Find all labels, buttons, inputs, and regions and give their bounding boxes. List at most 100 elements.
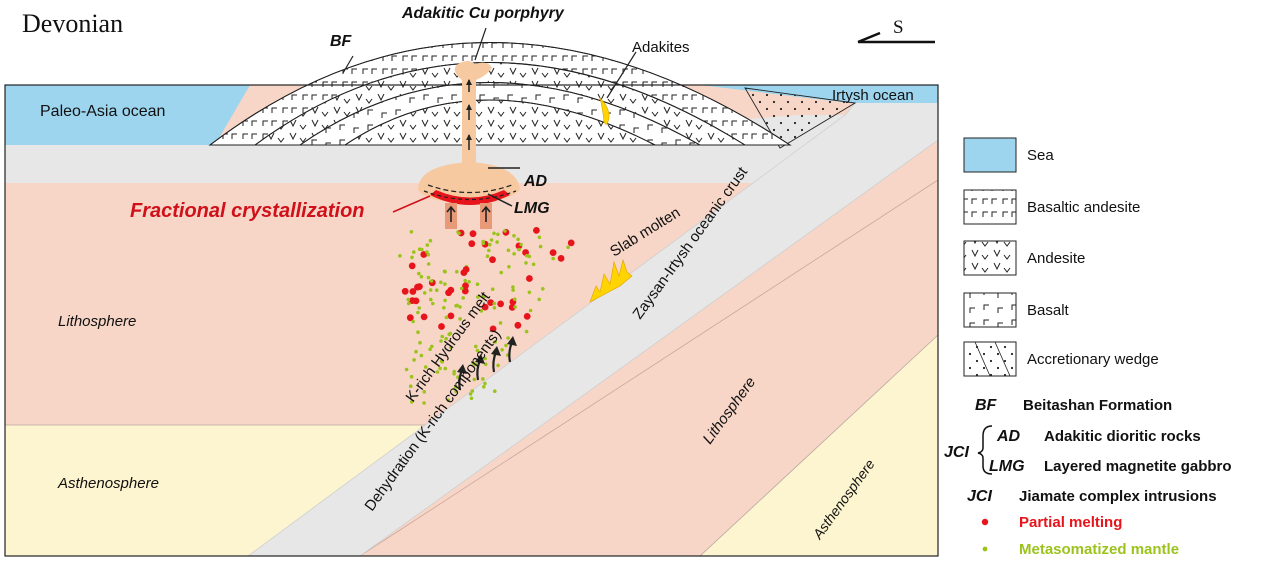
andesite-swatch-icon — [963, 240, 1017, 276]
metasomatized-mantle-dot — [527, 290, 532, 295]
irtysh-sea — [700, 85, 938, 103]
accretionary-wedge-swatch-icon — [963, 341, 1017, 377]
metasomatized-mantle-dot — [404, 367, 409, 372]
partial-melting-dot — [414, 283, 421, 291]
metasomatized-mantle-dot — [422, 390, 427, 394]
irtysh-ocean-label: Irtysh ocean — [832, 87, 914, 104]
metasomatized-mantle-dot — [469, 396, 474, 401]
metasomatized-mantle-dot — [449, 345, 453, 350]
metasomatized-mantle-dot — [538, 244, 543, 249]
lmg-melt-zone — [430, 190, 510, 205]
metasomatized-mantle-dot — [506, 336, 510, 340]
metasomatized-mantle-dot — [443, 269, 447, 274]
metasomatized-mantle-dot — [416, 310, 420, 315]
metasomatized-mantle-dot — [439, 339, 443, 343]
partial-melting-dot — [523, 313, 531, 320]
legend-sea-label: Sea — [1027, 147, 1054, 164]
partial-melting-dot — [508, 304, 516, 311]
partial-melting-dot — [497, 300, 504, 308]
metasomatized-mantle-dot — [417, 306, 422, 310]
metasomatized-mantle-dot — [406, 301, 411, 306]
metasomatized-mantle-dot — [479, 309, 484, 313]
magma-system — [392, 61, 520, 229]
metasomatized-mantle-dot — [452, 372, 456, 376]
porphyry-conduit — [454, 61, 492, 165]
legend-jci-brace — [977, 425, 993, 475]
metasomatized-mantle-dot — [422, 291, 427, 295]
metasomatized-mantle-dot — [406, 297, 411, 302]
metasomatized-mantle-dot — [455, 269, 459, 274]
metasomatized-mantle-dot — [443, 366, 448, 371]
metasomatized-mantle-dot — [488, 242, 492, 247]
bf-label: BF — [330, 33, 353, 50]
metasomatized-mantle-dot — [481, 241, 486, 246]
metasomatized-mantle-dot — [472, 377, 477, 382]
lithosphere-left-label: Lithosphere — [58, 313, 136, 330]
metasomatized-mantle-dot — [428, 238, 433, 243]
metasomatized-mantle-dot — [443, 282, 447, 286]
metasomatized-mantle-dot — [409, 230, 414, 234]
metasomatized-mantle-dot — [461, 296, 466, 300]
metasomatized-mantle-dot — [503, 229, 507, 233]
partial-melting-dot — [401, 287, 409, 295]
partial-melting-dot — [438, 323, 445, 330]
metasomatized-mantle-dot — [492, 306, 497, 310]
legend-lmg-abbr: LMG — [989, 458, 1025, 475]
metasomatized-mantle-dot — [458, 317, 462, 321]
metasomatized-mantle-dot — [475, 348, 480, 353]
metasomatized-mantle-dot — [429, 297, 433, 302]
legend-bf-label: Beitashan Formation — [1023, 397, 1172, 414]
metasomatized-mantle-dot — [468, 392, 473, 396]
metasomatized-mantle-dot — [446, 398, 451, 403]
metasomatized-mantle-dot — [435, 288, 439, 293]
metasomatized-mantle-dot — [463, 278, 468, 283]
metasomatized-mantle-dot — [412, 358, 416, 362]
metasomatized-mantle-dot — [512, 252, 516, 256]
conduit-arrows — [466, 79, 472, 140]
mantle-dots — [398, 227, 575, 405]
metasomatized-mantle-dot — [419, 353, 424, 358]
metasomatized-mantle-dot — [485, 254, 490, 258]
metasomatized-mantle-dot — [492, 301, 497, 306]
legend-basaltic-andesite-label: Basaltic andesite — [1027, 199, 1140, 216]
accretionary-wedge — [744, 87, 857, 149]
metasomatized-mantle-dot-icon — [982, 546, 988, 552]
legend-accretionary-wedge-label: Accretionary wedge — [1027, 351, 1159, 368]
slab-lithosphere-boundary — [359, 179, 938, 556]
metasomatized-mantle-dot — [524, 329, 529, 334]
metasomatized-mantle-dot — [410, 255, 414, 260]
metasomatized-mantle-dot — [418, 340, 422, 345]
partial-melting-dot — [526, 275, 533, 282]
metasomatized-mantle-dot — [411, 319, 415, 324]
metasomatized-mantle-dot — [422, 401, 426, 405]
metasomatized-mantle-dot — [512, 234, 516, 238]
magma-ascent-arrows — [446, 205, 491, 222]
metasomatized-mantle-dot — [431, 301, 435, 306]
metasomatized-mantle-dot — [442, 306, 446, 310]
asthenosphere-right-zone — [699, 334, 938, 556]
partial-melting-dot — [409, 288, 417, 295]
metasomatized-mantle-dot — [519, 242, 523, 247]
fc-pointer-line — [392, 195, 431, 213]
metasomatized-mantle-dot — [482, 385, 486, 389]
legend-partial-melting-label: Partial melting — [1019, 514, 1122, 531]
metasomatized-mantle-dot — [507, 265, 511, 269]
inner-andesite-layer — [343, 99, 656, 146]
partial-melting-dot-icon — [981, 518, 989, 526]
metasomatized-mantle-dot — [516, 237, 520, 242]
partial-melting-dot — [489, 325, 497, 333]
metasomatized-mantle-dot — [483, 381, 487, 386]
partial-melting-dot — [489, 256, 496, 264]
diagram-title: Devonian — [22, 9, 123, 38]
legend-jci-abbr: JCI — [967, 488, 992, 505]
partial-melting-dot — [408, 262, 416, 270]
porphyry-pointer-line — [474, 27, 487, 61]
metasomatized-mantle-dot — [492, 231, 496, 236]
metasomatized-mantle-dot — [487, 248, 491, 253]
legend-basalt-label: Basalt — [1027, 302, 1070, 319]
partial-melting-dot — [514, 321, 522, 329]
metasomatized-mantle-dot — [531, 262, 536, 267]
metasomatized-mantle-dot — [481, 377, 485, 381]
metasomatized-mantle-dot — [495, 240, 499, 244]
metasomatized-mantle-dot — [443, 298, 447, 303]
